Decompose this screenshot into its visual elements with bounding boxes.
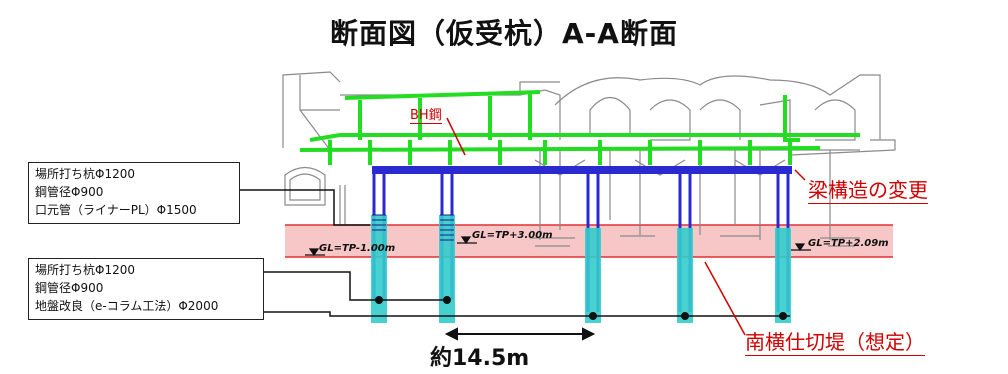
gl-level-left: GL=TP-1.00m (319, 243, 396, 254)
pile-spec-line: 場所打ち杭Φ1200 (35, 263, 135, 277)
gl-level-mid: GL=TP+3.00m (472, 230, 553, 241)
pile-spec-line: 口元管（ライナーPL）Φ1500 (35, 203, 197, 217)
gl-markers (305, 236, 811, 257)
ground-improvement (371, 215, 791, 323)
gl-level-right: GL=TP+2.09m (808, 238, 889, 249)
leader-lines (238, 189, 790, 317)
pile-spec-line: 鋼管径Φ900 (35, 281, 104, 295)
drawing-title: 断面図（仮受杭）A-A断面 (330, 17, 678, 50)
pile-spec-line: 場所打ち杭Φ1200 (35, 167, 135, 181)
bh-steel-label: BH鋼 (410, 104, 442, 124)
beam-change-label: 梁構造の変更 (808, 174, 928, 204)
pile-spec-box-top: 場所打ち杭Φ1200 鋼管径Φ900 口元管（ライナーPL）Φ1500 (28, 162, 240, 224)
transfer-beam (372, 166, 792, 174)
leader-dots (375, 296, 787, 320)
span-dimension: 約14.5m (430, 346, 530, 371)
pile-spec-line: 地盤改良（e-コラム工法）Φ2000 (35, 299, 219, 313)
cutoff-levee-label: 南横仕切堤（想定） (745, 326, 925, 356)
new-beam-structure (299, 90, 860, 165)
pile-spec-box-bottom: 場所打ち杭Φ1200 鋼管径Φ900 地盤改良（e-コラム工法）Φ2000 (28, 258, 264, 320)
pile-hatching (372, 214, 454, 241)
pile-spec-line: 鋼管径Φ900 (35, 185, 104, 199)
callout-leaders (446, 117, 806, 336)
dimension-line (444, 327, 596, 341)
